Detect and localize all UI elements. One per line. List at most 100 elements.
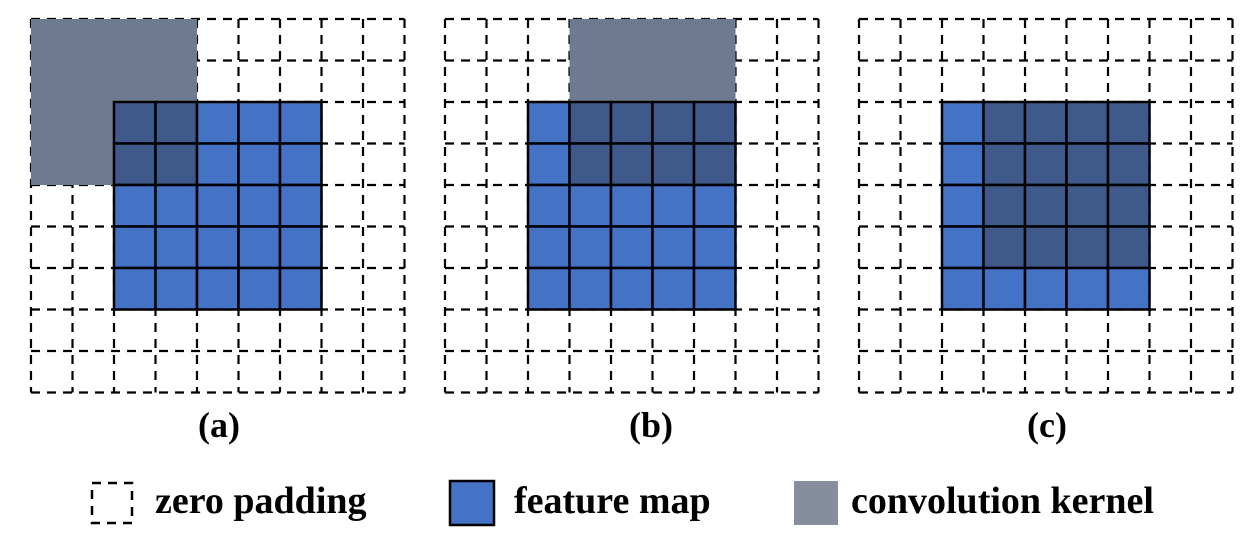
feature-map-cell xyxy=(568,183,613,228)
feature-map-cell xyxy=(1065,266,1110,311)
kernel-feature-overlap-cell xyxy=(1065,100,1110,145)
kernel-feature-overlap-cell xyxy=(1023,183,1068,228)
feature-map-cell xyxy=(940,266,985,311)
kernel-feature-overlap-cell xyxy=(1065,142,1110,187)
zero-padding-grid xyxy=(443,17,820,394)
panels: (a) (b) (c) xyxy=(29,17,1234,445)
feature-map-cell xyxy=(237,142,282,187)
feature-map-cell xyxy=(692,183,737,228)
kernel-cell xyxy=(72,102,114,144)
zero-padding-grid xyxy=(29,17,406,394)
kernel-feature-overlap-cell xyxy=(692,142,737,187)
kernel-feature-overlap-cell xyxy=(1106,225,1151,270)
zero-padding-label: zero padding xyxy=(155,480,367,522)
feature-map-cell xyxy=(237,225,282,270)
kernel-feature-overlap-cell xyxy=(651,142,696,187)
kernel-feature-overlap-cell xyxy=(982,100,1027,145)
kernel-feature-overlap-cell xyxy=(154,100,199,145)
feature-map-cell xyxy=(195,266,240,311)
convolution-kernel-swatch xyxy=(794,481,838,525)
legend: zero padding feature map convolution ker… xyxy=(90,479,1154,527)
feature-map-cell xyxy=(940,100,985,145)
feature-map-cell xyxy=(154,266,199,311)
kernel-feature-overlap-cell xyxy=(651,100,696,145)
feature-map-cell xyxy=(526,225,571,270)
kernel-feature-overlap-cell xyxy=(1065,183,1110,228)
feature-map-cell xyxy=(609,266,654,311)
feature-map-cell xyxy=(278,142,323,187)
feature-map-cell xyxy=(237,183,282,228)
panel-1: (a) xyxy=(29,17,406,445)
kernel-cell xyxy=(31,19,73,61)
panel-label: (b) xyxy=(629,405,673,445)
kernel-cell xyxy=(569,60,611,102)
kernel-feature-overlap-cell xyxy=(982,142,1027,187)
kernel-feature-overlap-cell xyxy=(112,100,157,145)
zero-padding-grid xyxy=(857,17,1234,394)
feature-map-cell xyxy=(568,266,613,311)
kernel-feature-overlap-cell xyxy=(112,142,157,187)
legend-feature-map: feature map xyxy=(448,479,711,527)
kernel-feature-overlap-cell xyxy=(982,225,1027,270)
kernel-feature-overlap-cell xyxy=(1106,142,1151,187)
kernel-cell xyxy=(155,19,197,61)
panel-3: (c) xyxy=(857,17,1234,445)
feature-map-cell xyxy=(278,183,323,228)
kernel-feature-overlap-cell xyxy=(568,142,613,187)
kernel-feature-overlap-cell xyxy=(1106,100,1151,145)
feature-map-cell xyxy=(195,142,240,187)
feature-map-cell xyxy=(237,100,282,145)
feature-map-cell xyxy=(526,183,571,228)
feature-map-cell xyxy=(526,266,571,311)
feature-map-cell xyxy=(692,266,737,311)
kernel-cell xyxy=(694,19,736,61)
kernel-feature-overlap-cell xyxy=(1023,100,1068,145)
feature-map-swatch xyxy=(448,479,496,527)
feature-map-cell xyxy=(609,183,654,228)
kernel-feature-overlap-cell xyxy=(154,142,199,187)
kernel-cell xyxy=(72,60,114,102)
feature-map-cell xyxy=(651,225,696,270)
kernel-feature-overlap-cell xyxy=(692,100,737,145)
feature-map-cell xyxy=(154,225,199,270)
kernel-feature-overlap-cell xyxy=(568,100,613,145)
feature-map-cell xyxy=(237,266,282,311)
feature-map-cell xyxy=(278,266,323,311)
feature-map-cell xyxy=(940,225,985,270)
feature-map-cell xyxy=(526,142,571,187)
feature-map-cell xyxy=(278,100,323,145)
feature-map-label: feature map xyxy=(514,480,711,522)
feature-map-cell xyxy=(651,266,696,311)
feature-map-cell xyxy=(154,183,199,228)
feature-map-cell xyxy=(940,142,985,187)
feature-map-cell xyxy=(112,225,157,270)
feature-map-cell xyxy=(112,266,157,311)
kernel-cell xyxy=(31,143,73,185)
kernel-cell xyxy=(569,19,611,61)
kernel-feature-overlap-cell xyxy=(609,142,654,187)
feature-map-cell xyxy=(651,183,696,228)
legend-convolution-kernel: convolution kernel xyxy=(794,480,1154,525)
zero-padding-swatch xyxy=(90,481,134,525)
kernel-feature-overlap-cell xyxy=(609,100,654,145)
feature-map-cell xyxy=(112,183,157,228)
kernel-cell xyxy=(652,19,694,61)
feature-map-cell xyxy=(692,225,737,270)
kernel-cell xyxy=(72,143,114,185)
feature-map-cell xyxy=(278,225,323,270)
feature-map-cell xyxy=(526,100,571,145)
kernel-cell xyxy=(155,60,197,102)
kernel-feature-overlap-cell xyxy=(1023,225,1068,270)
kernel-cell xyxy=(114,19,156,61)
panel-2: (b) xyxy=(443,17,820,445)
kernel-feature-overlap-cell xyxy=(982,183,1027,228)
panel-label: (a) xyxy=(198,405,240,445)
kernel-feature-overlap-cell xyxy=(1065,225,1110,270)
feature-map-cell xyxy=(1106,266,1151,311)
kernel-cell xyxy=(72,19,114,61)
kernel-feature-overlap-cell xyxy=(1106,183,1151,228)
kernel-cell xyxy=(611,60,653,102)
legend-zero-padding: zero padding xyxy=(90,480,367,525)
feature-map-cell xyxy=(982,266,1027,311)
kernel-cell xyxy=(114,60,156,102)
